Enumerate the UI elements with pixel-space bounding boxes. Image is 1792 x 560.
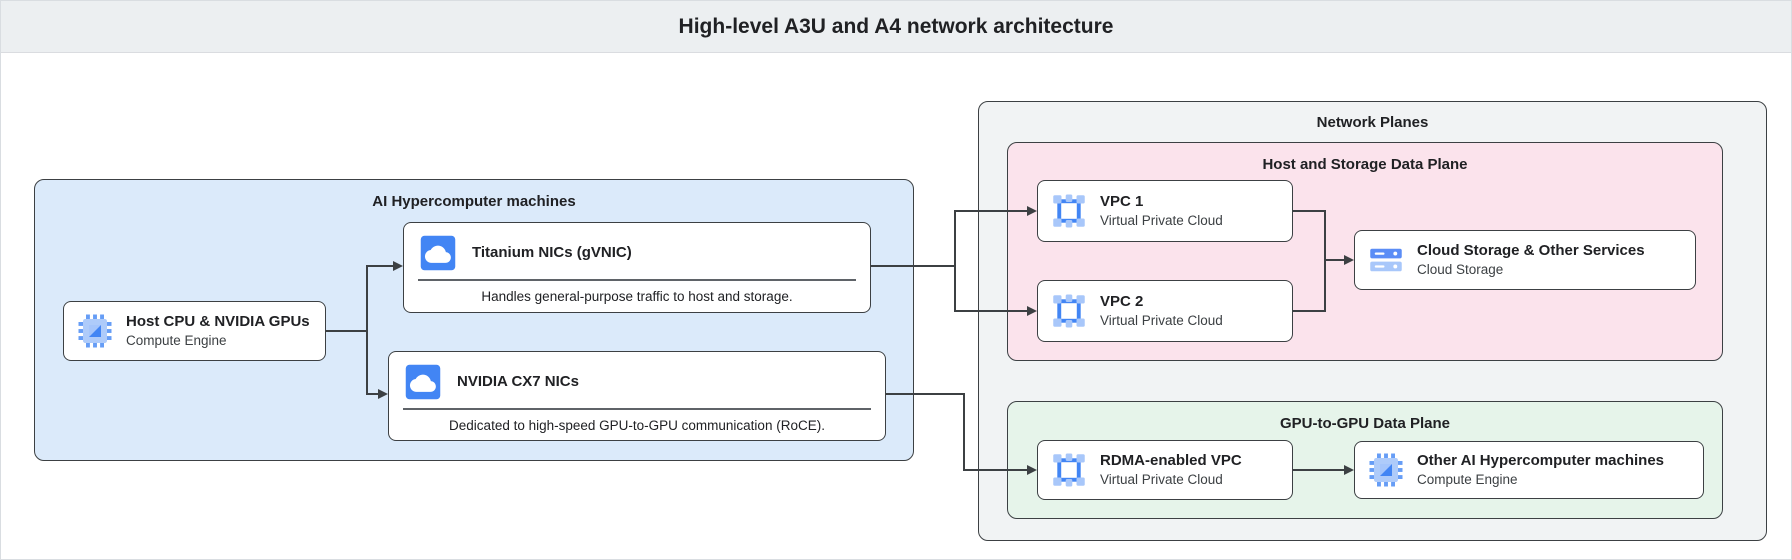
- node-text: Other AI Hypercomputer machines Compute …: [1417, 451, 1664, 489]
- node-vpc2: VPC 2 Virtual Private Cloud: [1037, 280, 1293, 342]
- node-text: Host CPU & NVIDIA GPUs Compute Engine: [126, 312, 310, 350]
- node-description: Handles general-purpose traffic to host …: [481, 289, 793, 304]
- connector-cx7-out: [886, 393, 965, 395]
- node-rdma-vpc: RDMA-enabled VPC Virtual Private Cloud: [1037, 440, 1293, 500]
- compute-engine-icon: [1368, 452, 1404, 488]
- divider: [403, 408, 871, 410]
- node-host-cpu: Host CPU & NVIDIA GPUs Compute Engine: [63, 301, 326, 361]
- arrowhead-vpc1: [1027, 206, 1037, 216]
- connector-rdma-to-other: [1293, 469, 1344, 471]
- node-subtitle: Cloud Storage: [1417, 262, 1504, 277]
- node-subtitle: Virtual Private Cloud: [1100, 472, 1223, 487]
- node-title: NVIDIA CX7 NICs: [457, 373, 579, 390]
- node-text: VPC 2 Virtual Private Cloud: [1100, 292, 1223, 330]
- group-label-host-storage-data-plane: Host and Storage Data Plane: [1262, 156, 1468, 173]
- group-label-gpu-to-gpu-data-plane: GPU-to-GPU Data Plane: [1279, 415, 1451, 432]
- node-subtitle: Virtual Private Cloud: [1100, 313, 1223, 328]
- node-title: VPC 2: [1100, 293, 1144, 310]
- arrowhead-titanium: [393, 261, 403, 271]
- connector-to-cloud-storage: [1324, 259, 1344, 261]
- connector-vpc-merge: [1324, 210, 1326, 312]
- connector-vpc1-out: [1293, 210, 1326, 212]
- arrowhead-other-machines: [1344, 465, 1354, 475]
- node-title: Titanium NICs (gVNIC): [472, 244, 632, 261]
- page-title: High-level A3U and A4 network architectu…: [678, 14, 1114, 38]
- arrowhead-cloud-storage: [1344, 255, 1354, 265]
- node-header: NVIDIA CX7 NICs: [389, 352, 885, 400]
- vpc-icon: [1051, 452, 1087, 488]
- node-title: Host CPU & NVIDIA GPUs: [126, 313, 310, 330]
- cloud-icon: [405, 364, 441, 400]
- node-title: RDMA-enabled VPC: [1100, 452, 1242, 469]
- node-text: RDMA-enabled VPC Virtual Private Cloud: [1100, 451, 1242, 489]
- divider: [418, 279, 856, 281]
- node-nvidia-cx7-nics: NVIDIA CX7 NICs Dedicated to high-speed …: [388, 351, 886, 441]
- node-subtitle: Compute Engine: [126, 333, 227, 348]
- connector-cx7-down: [963, 393, 965, 471]
- node-other-machines: Other AI Hypercomputer machines Compute …: [1354, 441, 1704, 499]
- connector-host-out: [326, 330, 367, 332]
- group-label-network-planes: Network Planes: [1316, 114, 1429, 131]
- connector-to-vpc2: [954, 310, 1027, 312]
- cloud-storage-icon: [1368, 242, 1404, 278]
- group-label-ai-hypercomputer-machines: AI Hypercomputer machines: [372, 193, 576, 210]
- node-description: Dedicated to high-speed GPU-to-GPU commu…: [449, 418, 825, 433]
- arrowhead-rdma: [1027, 465, 1037, 475]
- vpc-icon: [1051, 193, 1087, 229]
- node-title: Cloud Storage & Other Services: [1417, 242, 1645, 259]
- arrowhead-cx7: [378, 389, 388, 399]
- arrowhead-vpc2: [1027, 306, 1037, 316]
- vpc-icon: [1051, 293, 1087, 329]
- node-subtitle: Compute Engine: [1417, 472, 1518, 487]
- node-text: Cloud Storage & Other Services Cloud Sto…: [1417, 241, 1645, 279]
- node-vpc1: VPC 1 Virtual Private Cloud: [1037, 180, 1293, 242]
- connector-to-vpc1: [954, 210, 1027, 212]
- node-title: Other AI Hypercomputer machines: [1417, 452, 1665, 469]
- node-text: VPC 1 Virtual Private Cloud: [1100, 192, 1223, 230]
- diagram-title-bar: High-level A3U and A4 network architectu…: [1, 1, 1791, 53]
- node-title: VPC 1: [1100, 193, 1144, 210]
- node-cloud-storage: Cloud Storage & Other Services Cloud Sto…: [1354, 230, 1696, 290]
- compute-engine-icon: [77, 313, 113, 349]
- connector-to-cx7: [366, 393, 378, 395]
- connector-to-titanium: [366, 265, 393, 267]
- connector-vpc2-out: [1293, 310, 1326, 312]
- node-subtitle: Virtual Private Cloud: [1100, 213, 1223, 228]
- node-header: Titanium NICs (gVNIC): [404, 223, 870, 271]
- node-titanium-nics: Titanium NICs (gVNIC) Handles general-pu…: [403, 222, 871, 313]
- connector-to-rdma: [963, 469, 1027, 471]
- cloud-icon: [420, 235, 456, 271]
- connector-titanium-out: [871, 265, 956, 267]
- connector-titanium-fork: [954, 210, 956, 312]
- connector-host-fork: [366, 265, 368, 395]
